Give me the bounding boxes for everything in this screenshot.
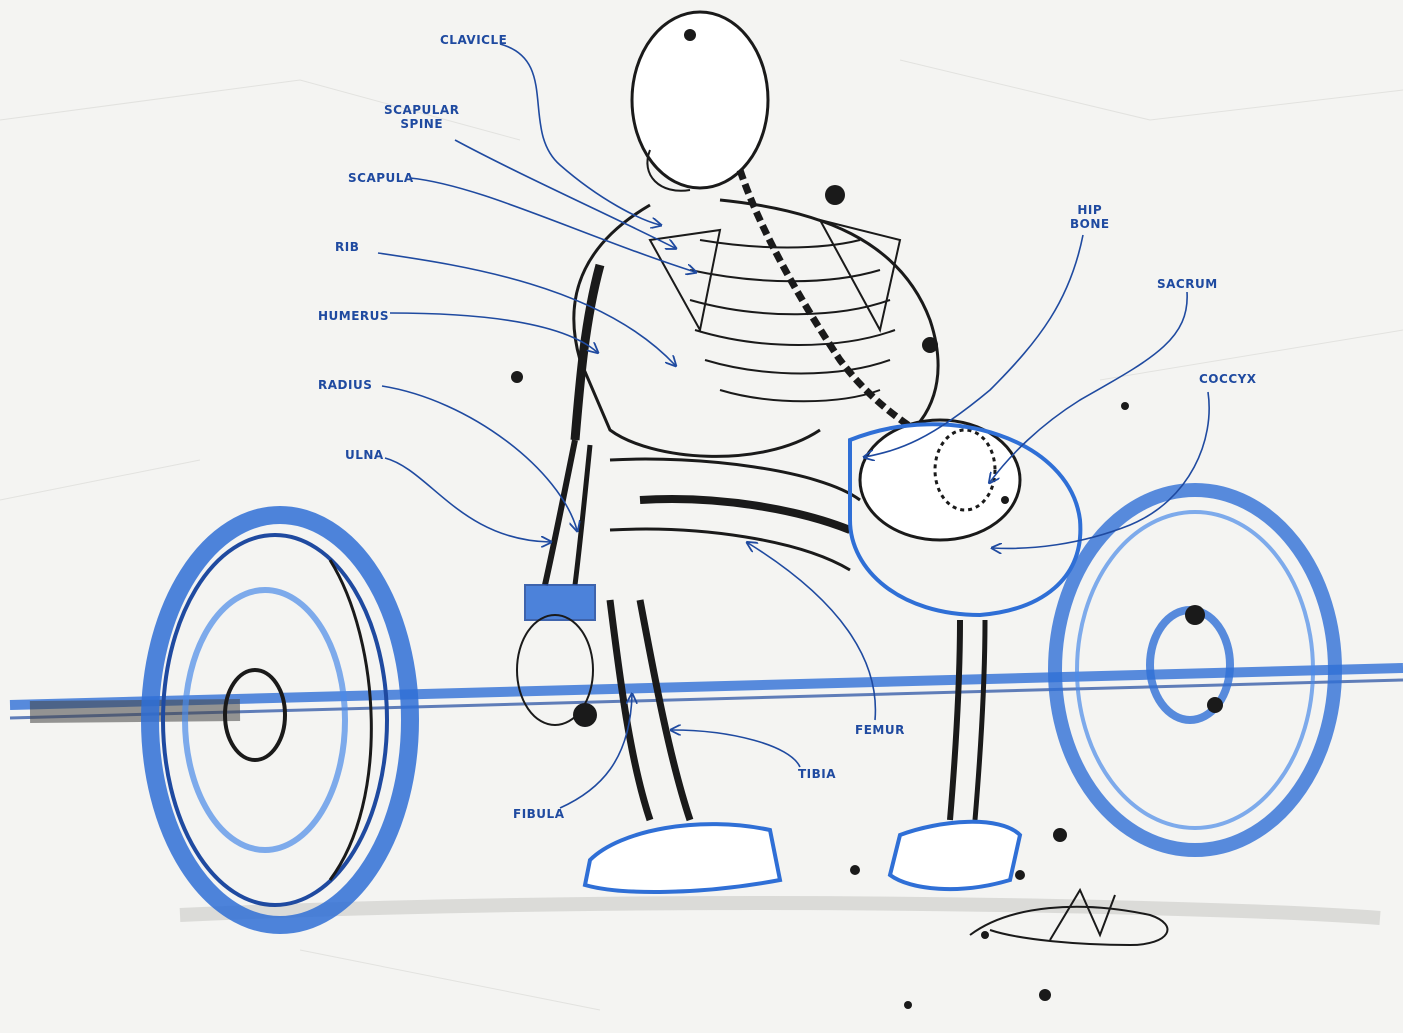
label-hip-bone: HIP BONE: [1070, 203, 1110, 231]
label-ulna: ULNA: [345, 448, 384, 462]
label-clavicle: CLAVICLE: [440, 33, 507, 47]
label-tibia: TIBIA: [798, 767, 836, 781]
floor-shadow: [180, 903, 1380, 918]
label-coccyx: COCCYX: [1199, 372, 1257, 386]
lifter-body: [517, 12, 1080, 892]
leader-ulna: [385, 458, 550, 542]
leader-humerus: [390, 313, 597, 352]
label-sacrum: SACRUM: [1157, 277, 1218, 291]
leader-scapula: [410, 178, 695, 272]
label-scapular-spine: SCAPULAR SPINE: [384, 103, 459, 131]
label-scapula: SCAPULA: [348, 171, 414, 185]
label-fibula: FIBULA: [513, 807, 565, 821]
leader-sacrum: [990, 292, 1187, 482]
label-radius: RADIUS: [318, 378, 372, 392]
leader-radius: [382, 386, 577, 530]
label-humerus: HUMERUS: [318, 309, 389, 323]
leader-coccyx: [993, 392, 1209, 548]
leader-tibia: [672, 730, 800, 767]
leader-rib: [378, 253, 675, 365]
leader-scapular-spine: [455, 140, 675, 248]
label-rib: RIB: [335, 240, 359, 254]
barbell-bar: [10, 668, 1403, 718]
label-femur: FEMUR: [855, 723, 905, 737]
